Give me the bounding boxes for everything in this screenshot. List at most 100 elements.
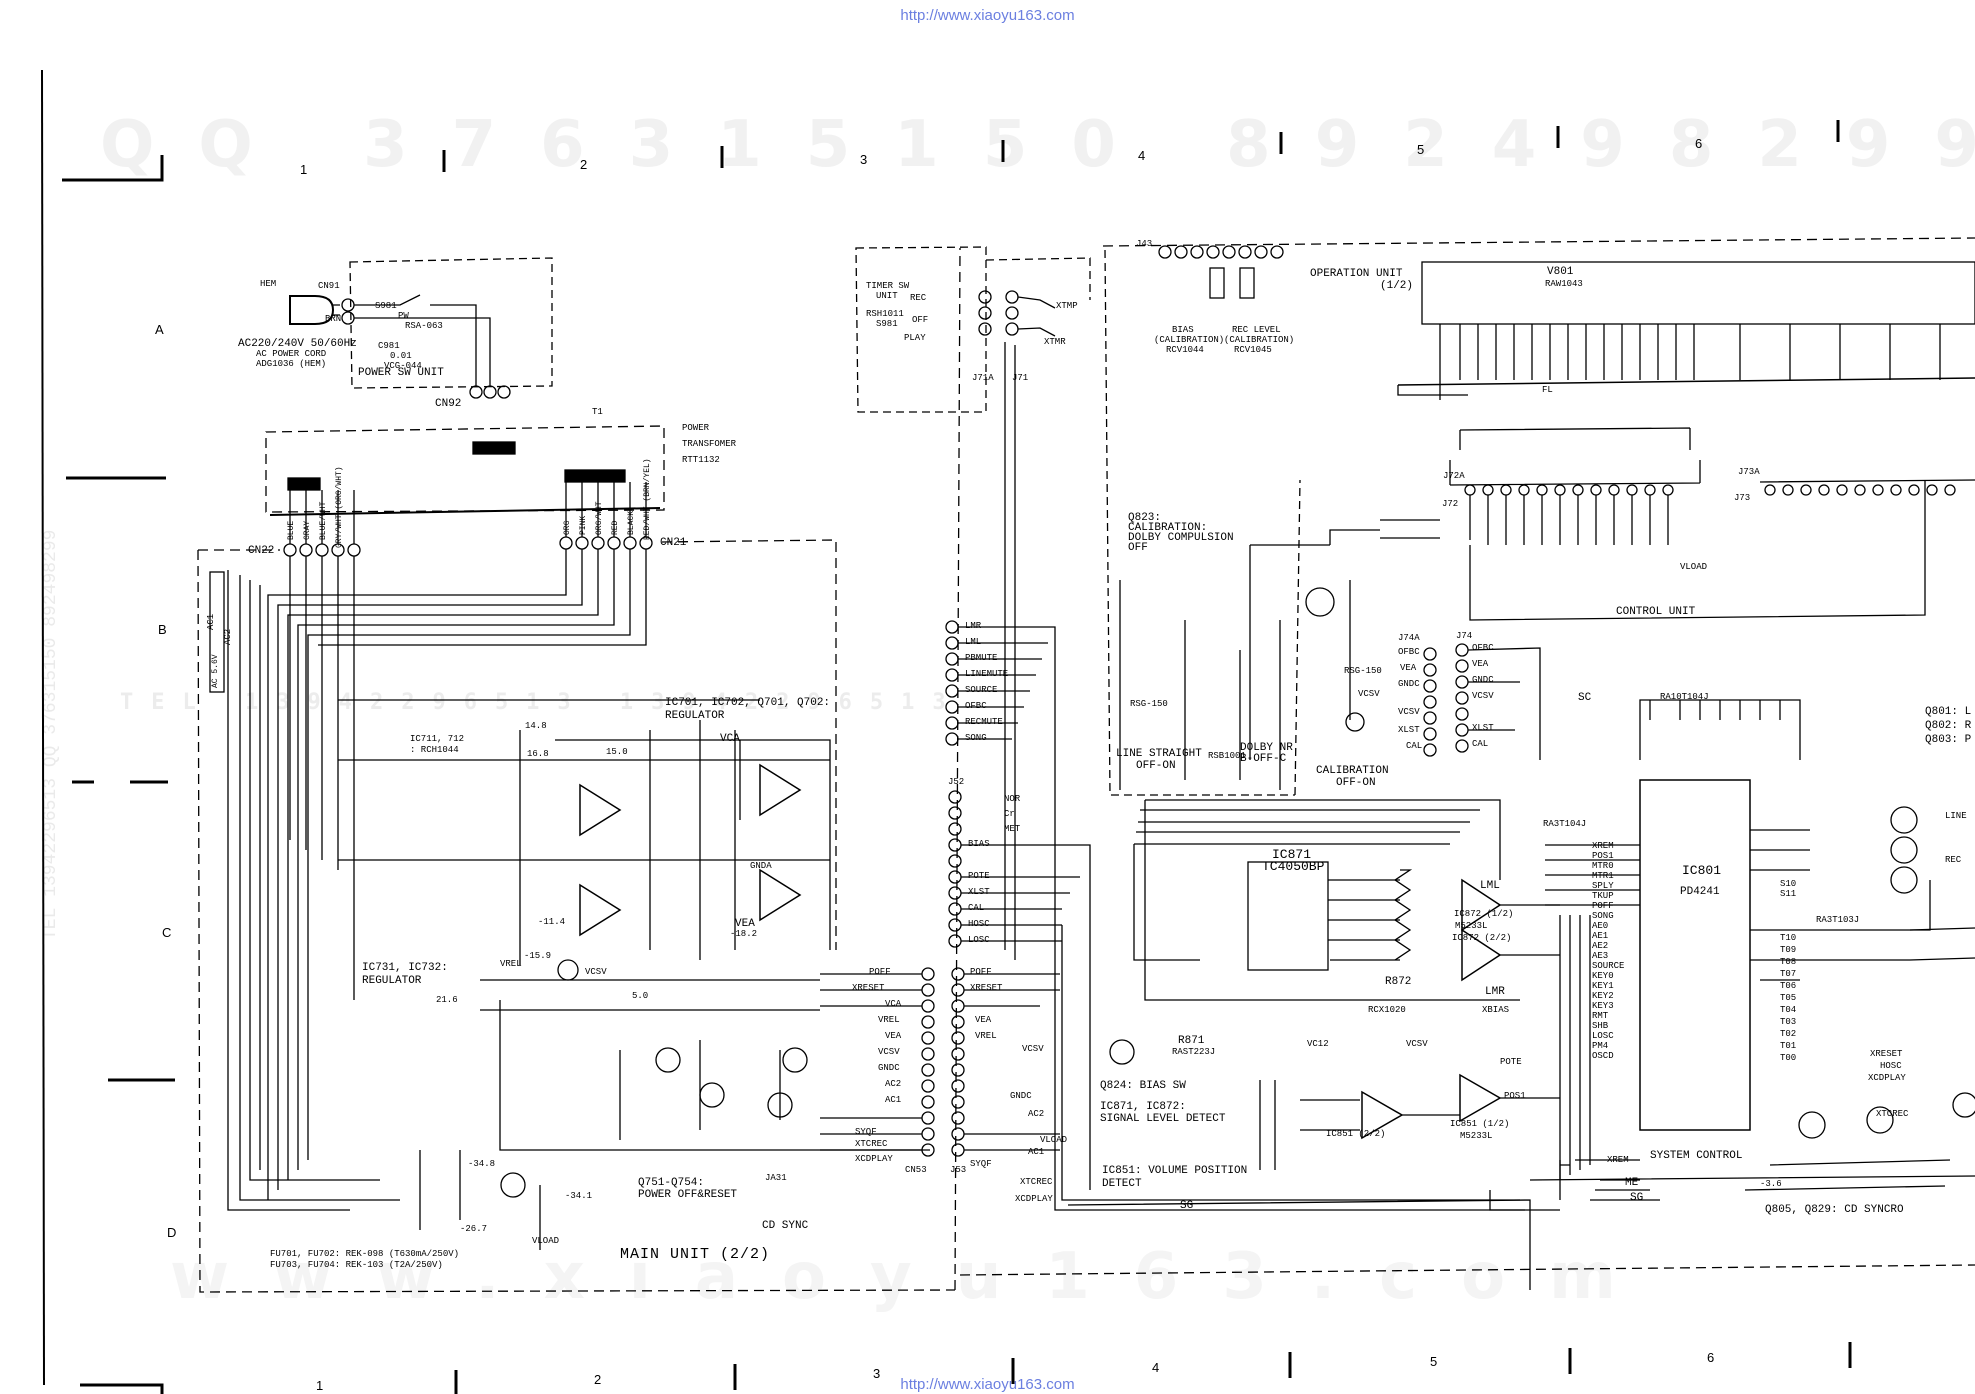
label-rcv1045: RCV1045 <box>1234 345 1272 355</box>
q823-line1: Q823: <box>1128 512 1162 524</box>
label-rec-q: REC <box>1945 855 1962 865</box>
q802-label: Q802: R <box>1925 720 1972 732</box>
poff-title: Q751-Q754: <box>638 1177 705 1189</box>
label-cn92: CN92 <box>435 398 462 410</box>
label-xtmr: XTMR <box>1044 337 1066 347</box>
ic801-out-4: T09 <box>1780 945 1797 955</box>
cn53-pin-8: AC2 <box>885 1079 902 1089</box>
wire-gry-wht: GRY/WHT (ORG/WHT) <box>335 466 344 548</box>
label-cn91: CN91 <box>318 281 340 291</box>
ic801-pin-18: RMT <box>1592 1011 1609 1021</box>
operation-unit-sub: (1/2) <box>1380 280 1414 292</box>
ic871-part: TC4050BP <box>1262 859 1325 874</box>
note-ic851-2: DETECT <box>1102 1178 1142 1190</box>
ic801-out-3: T10 <box>1780 933 1797 943</box>
label-cd-sync: CD SYNC <box>762 1220 809 1232</box>
label-calib-1: (CALIBRATION) <box>1154 335 1225 345</box>
ic801-pin-21: PM4 <box>1592 1041 1609 1051</box>
label-xtmp: XTMP <box>1056 301 1078 311</box>
grid-col-1: 1 <box>300 162 308 177</box>
regulator2-subtitle: REGULATOR <box>362 975 422 987</box>
label-rsa: RSA-063 <box>405 321 443 331</box>
label-dolby-nr: DOLBY NR <box>1240 742 1293 754</box>
j5-pin-recmute: RECMUTE <box>965 717 1003 727</box>
ic801-pin-4: MTR1 <box>1592 871 1614 881</box>
label-vca: VCA <box>720 733 740 745</box>
grid-col-6: 6 <box>1695 136 1703 151</box>
url-top[interactable]: http://www.xiaoyu163.com <box>900 7 1075 24</box>
label-rsg2: RSG-150 <box>1344 666 1382 676</box>
ic872-a: IC872 (1/2) <box>1454 909 1514 919</box>
ic801-out-12: T01 <box>1780 1041 1797 1051</box>
cn53-pin-10: SYQF <box>855 1127 877 1137</box>
label-rast: RAST223J <box>1172 1047 1216 1057</box>
timer-line2: UNIT <box>876 291 898 301</box>
ic801-pin-1: XREM <box>1592 841 1614 851</box>
label-xreset-801: XRESET <box>1870 1049 1903 1059</box>
label-c981: C981 <box>378 341 400 351</box>
fuse-note-1: FU701, FU702: REK-098 (T630mA/250V) <box>270 1249 460 1259</box>
ic801-pin-20: LOSC <box>1592 1031 1614 1041</box>
label-j72a: J72A <box>1443 471 1465 481</box>
label-j71: J71 <box>1012 373 1029 383</box>
url-bottom[interactable]: http://www.xiaoyu163.com <box>900 1376 1075 1393</box>
label-vcg: VCG-044 <box>384 361 422 371</box>
watermark-qq: QQ 376315150 892498299 <box>100 108 1975 182</box>
label-r871: R871 <box>1178 1035 1205 1047</box>
j74a-pin-2: VEA <box>1400 663 1417 673</box>
q803-label: Q803: P <box>1925 734 1972 746</box>
q801-label: Q801: L <box>1925 706 1972 718</box>
wire-gray: GRAY <box>303 520 312 540</box>
j52-pin-hosc: HOSC <box>968 919 990 929</box>
j53-pin-3: VEA <box>975 1015 992 1025</box>
label-pw: PW <box>398 311 409 321</box>
j74-pin-5: XLST <box>1472 723 1494 733</box>
wire-red: RED <box>611 520 620 535</box>
ic801-pin-3: MTR0 <box>1592 861 1614 871</box>
value-21-6: 21.6 <box>436 995 458 1005</box>
j74a-pin-6: CAL <box>1406 741 1423 751</box>
ic801-pin-7: POFF <box>1592 901 1614 911</box>
label-j72: J72 <box>1442 499 1459 509</box>
j52-pin-nor: NOR <box>1004 794 1021 804</box>
ic801-pin-22: OSCD <box>1592 1051 1614 1061</box>
q823-line4: OFF <box>1128 542 1148 554</box>
label-calib-2: (CALIBRATION) <box>1224 335 1295 345</box>
ic801-out-13: T00 <box>1780 1053 1797 1063</box>
label-line-q: LINE <box>1945 811 1967 821</box>
j53-pin-5: VCSV <box>1022 1044 1044 1054</box>
ic851-a: IC851 (2/2) <box>1326 1129 1386 1139</box>
j5-pin-song: SONG <box>965 733 987 743</box>
ic801-pin-2: POS1 <box>1592 851 1614 861</box>
grid-col-b5: 5 <box>1430 1354 1438 1369</box>
label-calib-onoff: OFF-ON <box>1336 777 1376 789</box>
ic801-pin-6: TKUP <box>1592 891 1614 901</box>
ic801-name: IC801 <box>1682 863 1722 878</box>
ic801-pin-12: AE3 <box>1592 951 1609 961</box>
j53-pin-2: XRESET <box>970 983 1003 993</box>
grid-col-b1: 1 <box>316 1378 324 1393</box>
label-vcsv-851: VCSV <box>1406 1039 1428 1049</box>
j74-pin-4: VCSV <box>1472 691 1494 701</box>
j5-pin-lml: LML <box>965 637 982 647</box>
j53-pin-4: VREL <box>975 1031 997 1041</box>
ic801-pin-19: SHB <box>1592 1021 1609 1031</box>
label-cord: AC POWER CORD <box>256 349 327 359</box>
label-cn53: CN53 <box>905 1165 927 1175</box>
j52-pin-bias: BIAS <box>968 839 990 849</box>
ic801-out-1: S10 <box>1780 879 1797 889</box>
value-m34-8: -34.8 <box>468 1159 496 1169</box>
poff-subtitle: POWER OFF&RESET <box>638 1189 738 1201</box>
label-vload-reg: VLOAD <box>532 1236 560 1246</box>
wire-red-wht: RED/WHT (BRN/YEL) <box>643 458 652 540</box>
ic801-part: PD4241 <box>1680 886 1720 898</box>
j52-pin-xlst: XLST <box>968 887 990 897</box>
label-rch: : RCH1044 <box>410 745 459 755</box>
j74-pin-3: GNDC <box>1472 675 1494 685</box>
value-m18-2: -18.2 <box>730 929 758 939</box>
j53-pin-10: SYQF <box>970 1159 992 1169</box>
ic801-out-5: T08 <box>1780 957 1797 967</box>
transformer-line2: TRANSFOMER <box>682 439 737 449</box>
label-vcsv-reg: VCSV <box>585 967 607 977</box>
ic801-pin-8: SONG <box>1592 911 1614 921</box>
